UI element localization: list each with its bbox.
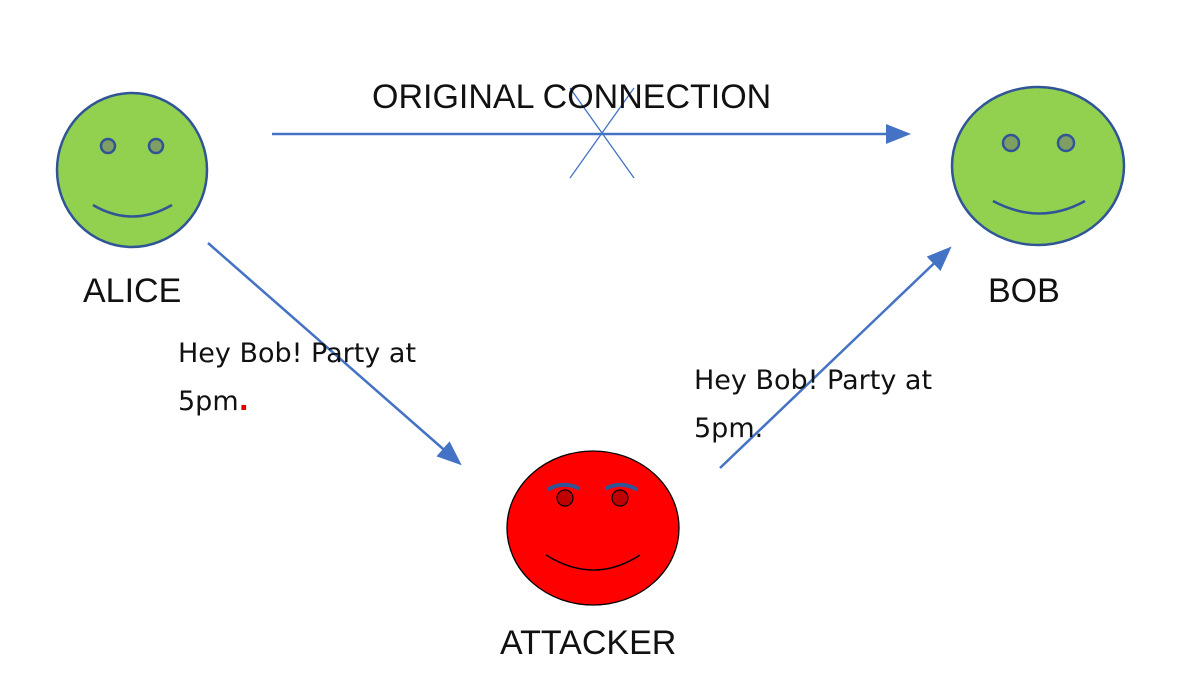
- alice-label: ALICE: [83, 272, 182, 310]
- attacker-message-line2: 5pm.: [694, 413, 764, 444]
- attacker-face-icon: [506, 450, 680, 606]
- bob-face-icon: [950, 85, 1126, 247]
- attacker-to-bob-arrow: [719, 246, 952, 469]
- bob-label: BOB: [988, 272, 1060, 310]
- connection-blocked-cross: [569, 87, 635, 179]
- original-connection-label: ORIGINAL CONNECTION: [372, 78, 772, 116]
- alice-message: Hey Bob! Party at 5pm.: [178, 330, 416, 426]
- attacker-message: Hey Bob! Party at 5pm.: [694, 357, 932, 453]
- alice-to-attacker-arrow: [207, 242, 462, 466]
- alice-message-line1: Hey Bob! Party at: [178, 338, 417, 369]
- alice-message-line2: 5pm.: [178, 386, 249, 417]
- attacker-label: ATTACKER: [500, 624, 677, 662]
- attacker-message-line1: Hey Bob! Party at: [694, 365, 933, 396]
- alice-face-icon: [55, 91, 209, 249]
